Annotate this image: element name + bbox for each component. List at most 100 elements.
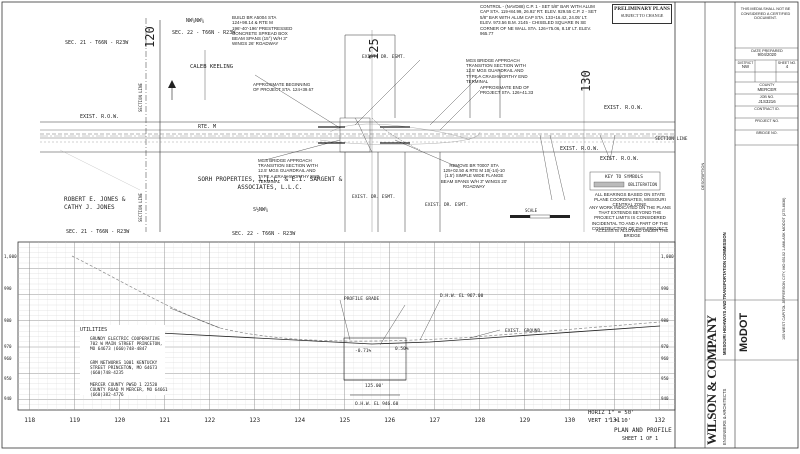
station-tick-label: 124: [294, 417, 305, 424]
district-cell: DISTRICT NW: [736, 61, 755, 69]
creek-line: [354, 117, 373, 153]
leader-line: [254, 74, 341, 129]
section-line-label: SECTION LINE: [138, 193, 143, 222]
section-label: SEC. 22 - T66N - R23W: [172, 30, 236, 36]
owner-label-sorh: SORH PROPERTIES, L.L.C. & E.I. SARGENT &…: [197, 176, 343, 191]
bridge-outline: [339, 117, 371, 153]
contour-line: [59, 149, 141, 191]
work-note: ANY WORK INDICATED ON THE PLANS THAT EXT…: [589, 205, 671, 231]
job-cell: JOB NO. J1S3216: [736, 95, 798, 104]
access-note: ACCESS IS ALLOWED UNDER THE BRIDGE: [595, 228, 669, 239]
section-label: NW¼NW¼: [186, 18, 204, 24]
span-label: 125.00': [365, 383, 384, 389]
section-label: SEC. 22 - T66N - R23W: [232, 231, 296, 237]
leader-line: [379, 304, 406, 346]
county-label: COUNTY: [759, 83, 775, 87]
utility-entry: MERCER COUNTY PWSD 1 22520 COUNTY ROAD M…: [90, 383, 168, 399]
agency-name: MISSOURI HIGHWAYS AND TRANSPORTATION COM…: [722, 232, 727, 355]
grade-slope: -0.71%: [355, 348, 372, 354]
row-label: EXIST. R.O.W.: [80, 114, 119, 120]
station-label-125: 125: [367, 38, 381, 60]
scale-bar: [510, 214, 570, 219]
station-tick-label: 131: [609, 417, 620, 424]
owner-label-jones: ROBERT E. JONES & CATHY J. JONES: [64, 196, 126, 211]
sheet-no-label: SHEET NO.: [777, 61, 797, 65]
section-label: SEC. 21 - T66N - R23W: [65, 40, 129, 46]
description-label: DESCRIPTION: [700, 162, 705, 190]
obliteration-symbol: [593, 181, 625, 188]
ohw-label: O.H.W. EL 946.60: [355, 401, 399, 407]
transition-note-south: MGS BRIDGE APPROACH TRANSITION SECTION W…: [258, 158, 320, 184]
transition-note-north: MGS BRIDGE APPROACH TRANSITION SECTION W…: [466, 58, 528, 84]
station-tick-label: 120: [114, 417, 125, 424]
build-bridge-note: BUILD BR A5004 STA 124+98.14 & RTE M 196…: [232, 15, 293, 47]
job-value: J1S3216: [758, 98, 776, 104]
station-tick-label: 122: [204, 417, 215, 424]
ditch-feature: [539, 134, 566, 201]
section-line-label: SECTION LINE: [655, 136, 688, 142]
plan-view: [40, 18, 675, 232]
project-cell: PROJECT NO.: [754, 119, 780, 123]
sheet-no-cell: SHEET NO. 4: [776, 61, 798, 69]
section-label: S½NW¼: [253, 206, 268, 213]
elevation-tick-label: 990: [661, 286, 669, 291]
utilities-box: [80, 325, 165, 395]
elevation-tick-label: 940: [661, 396, 669, 401]
leader-line: [354, 59, 421, 126]
drainage-easement-south: [404, 152, 441, 232]
creek-line: [371, 117, 421, 151]
date-value: 9/04/2020: [757, 52, 777, 58]
plan-text: 120 125 130 CALEB KEELING NW¼NW¼ SEC. 21…: [65, 18, 688, 237]
sheet-title: SHEET 1 OF 1: [622, 436, 658, 442]
station-tick-label: 129: [519, 417, 530, 424]
contract-cell: CONTRACT ID.: [754, 107, 780, 111]
drainage-easement-north: [344, 34, 396, 118]
row-label: EXIST. R.O.W.: [560, 146, 599, 152]
leader-line: [394, 139, 461, 169]
firm-name: WILSON & COMPANY: [704, 315, 719, 445]
county-cell: COUNTY MERCER: [736, 83, 798, 92]
elevation-tick-label: 1,000: [4, 254, 17, 259]
elevation-tick-label: 960: [4, 356, 12, 361]
elevation-tick-label: 980: [661, 318, 669, 323]
north-arrow-icon: [168, 80, 176, 100]
title-block-cells: [705, 47, 798, 361]
station-tick-label: 130: [564, 417, 575, 424]
station-tick-label: 125: [339, 417, 350, 424]
seal-note: THIS MEDIA SHALL NOT BE CONSIDERED A CER…: [740, 7, 791, 21]
existing-ground-label: EXIST. GROUND: [505, 328, 541, 334]
route-label: RTE. M: [198, 124, 216, 130]
key-title: KEY TO SYMBOLS: [605, 174, 643, 180]
leader-line: [469, 329, 501, 339]
banner-subtitle: SUBJECT TO CHANGE: [620, 13, 664, 18]
key-to-symbols-box: [589, 171, 661, 191]
remove-bridge-note: REMOVE BR T0007 STA 125+02.50 & RTE M 10…: [440, 163, 508, 189]
leader-line: [169, 307, 221, 329]
elevation-tick-label: 940: [4, 396, 12, 401]
station-tick-label: 118: [24, 417, 35, 424]
station-tick-label: 127: [429, 417, 440, 424]
grade-slope: 0.50%: [395, 346, 409, 352]
profile-lines: [71, 255, 661, 396]
district-label: DISTRICT: [737, 61, 754, 65]
agency-address: 105 WEST CAPITOL JEFFERSON CITY, MO 6510…: [782, 197, 786, 340]
section-label: SEC. 21 - T66N - R23W: [66, 229, 130, 235]
existing-ground-line: [71, 255, 661, 342]
sheet-no-value: 4: [785, 64, 789, 70]
elevation-tick-label: 970: [661, 344, 669, 349]
elevation-tick-label: 980: [4, 318, 12, 323]
vertical-scale: VERT 1" = 10': [588, 418, 631, 424]
utilities-title: UTILITIES: [80, 327, 108, 333]
leader-line: [439, 89, 481, 131]
station-tick-label: 126: [384, 417, 395, 424]
utility-entry: GRM NETWORKS 1001 KENTUCKY STREET PRINCE…: [90, 361, 158, 377]
county-value: MERCER: [757, 86, 777, 92]
ditch-feature: [599, 134, 616, 161]
horizontal-scale: HORIZ 1" = 50': [588, 410, 634, 416]
approach-end-note: APPROXIMATE END OF PROJECT STA. 126+41.3…: [480, 85, 534, 96]
title-block-values: DATE PREPARED 9/04/2020: [736, 49, 798, 58]
leader-line: [419, 299, 441, 341]
